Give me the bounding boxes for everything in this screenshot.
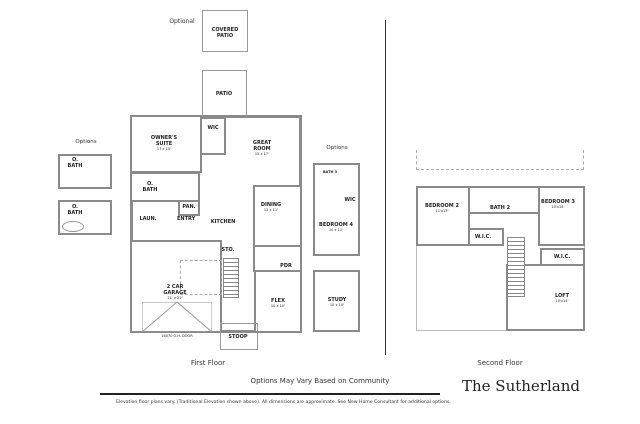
entry-label: ENTRY (177, 216, 196, 222)
garage-door-x (142, 302, 212, 332)
option-wic-label: WIC (344, 197, 356, 203)
owners-bath-label: O. BATH (142, 181, 158, 193)
owners-bath (130, 172, 200, 202)
owners-suite (130, 115, 202, 173)
dining (253, 185, 302, 247)
wic-right (540, 248, 585, 266)
pantry (178, 200, 200, 216)
option-bath-a (58, 154, 112, 189)
pantry-label: PAN. (182, 204, 196, 210)
covered-patio (202, 10, 248, 52)
powder-room-label: PDR (280, 263, 292, 269)
stoop (220, 323, 258, 350)
flex (254, 270, 302, 333)
wic-label: WIC (207, 125, 219, 131)
wic-right-label: W.I.C. (553, 254, 571, 260)
stoop-label: STOOP (228, 334, 248, 340)
laundry-label: LAUN. (139, 216, 157, 222)
optional-label: Optional (169, 18, 195, 25)
powder-room (253, 245, 302, 272)
option-bath-b-label: O. BATH (67, 204, 83, 216)
bath2 (468, 186, 540, 214)
wic-left-label: W.I.C. (474, 234, 492, 240)
footer-rule (100, 393, 440, 395)
plan-name: The Sutherland (462, 377, 580, 395)
bedroom2 (416, 186, 470, 246)
option-bedroom4-wing (313, 163, 360, 256)
bath2-label: BATH 2 (489, 205, 511, 211)
floor-divider (385, 20, 386, 355)
left-options-label: Options (75, 139, 97, 145)
wic-left (468, 228, 504, 246)
garage-storage-outline (180, 260, 222, 295)
garage-door-label: 16070 O.H. DOOR (161, 333, 193, 338)
roof-outline (416, 150, 584, 170)
second-floor-stairs (507, 237, 525, 297)
covered-patio-label: COVERED PATIO (211, 27, 239, 39)
bathtub-icon (62, 221, 84, 232)
option-bath-a-label: O. BATH (67, 157, 83, 169)
bath3-label: BATH 3 (322, 169, 338, 174)
second-floor-caption: Second Floor (477, 359, 523, 367)
option-study (313, 270, 360, 332)
first-floor-caption: First Floor (190, 359, 226, 367)
options-note: Options May Vary Based on Community (250, 377, 390, 385)
disclaimer: Elevation floor plans vary. (Traditional… (116, 400, 451, 405)
option-bath-b (58, 200, 112, 235)
patio-label: PATIO (215, 91, 233, 97)
storage-label: STO. (221, 247, 235, 253)
kitchen-label: KITCHEN (210, 219, 236, 225)
stairs (223, 258, 239, 298)
bedroom3 (538, 186, 585, 246)
wic (200, 117, 226, 155)
right-options-label: Options (326, 145, 348, 151)
